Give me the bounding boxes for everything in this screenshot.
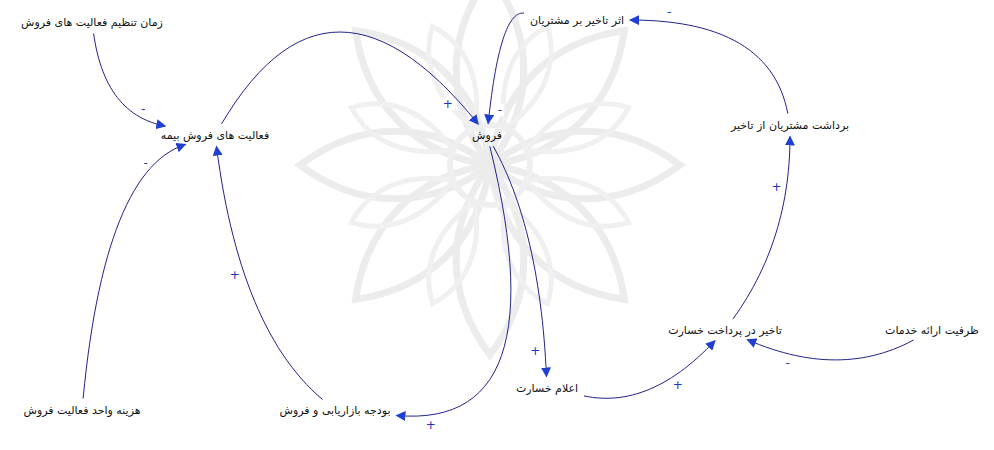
causal-link bbox=[396, 146, 510, 416]
variable-name: اثر تاخیر بر مشتریان bbox=[530, 14, 624, 27]
variable-name: برداشت مشتریان از تاخیر bbox=[731, 119, 849, 132]
polarity-sign: + bbox=[671, 379, 685, 391]
variable-node: زمان تنظیم فعالیت های فروش bbox=[18, 14, 166, 31]
causal-link bbox=[488, 13, 524, 123]
variable-name: ظرفیت ارائه خدمات bbox=[885, 324, 979, 337]
polarity-sign: - bbox=[139, 103, 147, 115]
polarity-sign: - bbox=[783, 357, 791, 369]
variable-node: فعالیت های فروش بیمه bbox=[158, 127, 272, 144]
causal-link bbox=[630, 20, 788, 114]
variable-name: اعلام خسارت bbox=[516, 382, 578, 395]
variable-name: تاخیر در پرداخت خسارت bbox=[668, 324, 782, 337]
causal-link bbox=[83, 144, 185, 398]
polarity-sign: + bbox=[228, 269, 242, 281]
causal-link bbox=[584, 341, 715, 399]
variable-name: فعالیت های فروش بیمه bbox=[161, 129, 269, 142]
polarity-sign: + bbox=[441, 98, 455, 110]
causal-link bbox=[747, 340, 913, 360]
causal-link bbox=[493, 146, 546, 376]
variable-node: تاخیر در پرداخت خسارت bbox=[665, 322, 785, 339]
polarity-sign: + bbox=[424, 419, 438, 431]
variable-node: هزینه واحد فعالیت فروش bbox=[20, 402, 143, 419]
variable-name: بودجه بازاریابی و فروش bbox=[280, 404, 391, 417]
variable-name: زمان تنظیم فعالیت های فروش bbox=[21, 16, 163, 29]
variable-name: فروش bbox=[472, 129, 502, 142]
polarity-sign: - bbox=[665, 6, 673, 18]
variable-node: بودجه بازاریابی و فروش bbox=[277, 402, 394, 419]
polarity-sign: + bbox=[528, 345, 542, 357]
polarity-sign: - bbox=[496, 104, 504, 116]
watermark-rosette bbox=[300, 0, 680, 355]
variable-node: برداشت مشتریان از تاخیر bbox=[728, 117, 852, 134]
causal-link bbox=[733, 137, 790, 320]
causal-link bbox=[222, 32, 479, 124]
polarity-sign: - bbox=[141, 157, 149, 169]
variable-node: فروش bbox=[469, 127, 505, 144]
variable-name: هزینه واحد فعالیت فروش bbox=[23, 404, 140, 417]
variable-node: اثر تاخیر بر مشتریان bbox=[527, 12, 627, 29]
polarity-sign: + bbox=[769, 181, 783, 193]
variable-node: اعلام خسارت bbox=[513, 380, 581, 397]
causal-link bbox=[216, 146, 322, 399]
variable-node: ظرفیت ارائه خدمات bbox=[882, 322, 982, 339]
causal-link bbox=[94, 33, 166, 125]
